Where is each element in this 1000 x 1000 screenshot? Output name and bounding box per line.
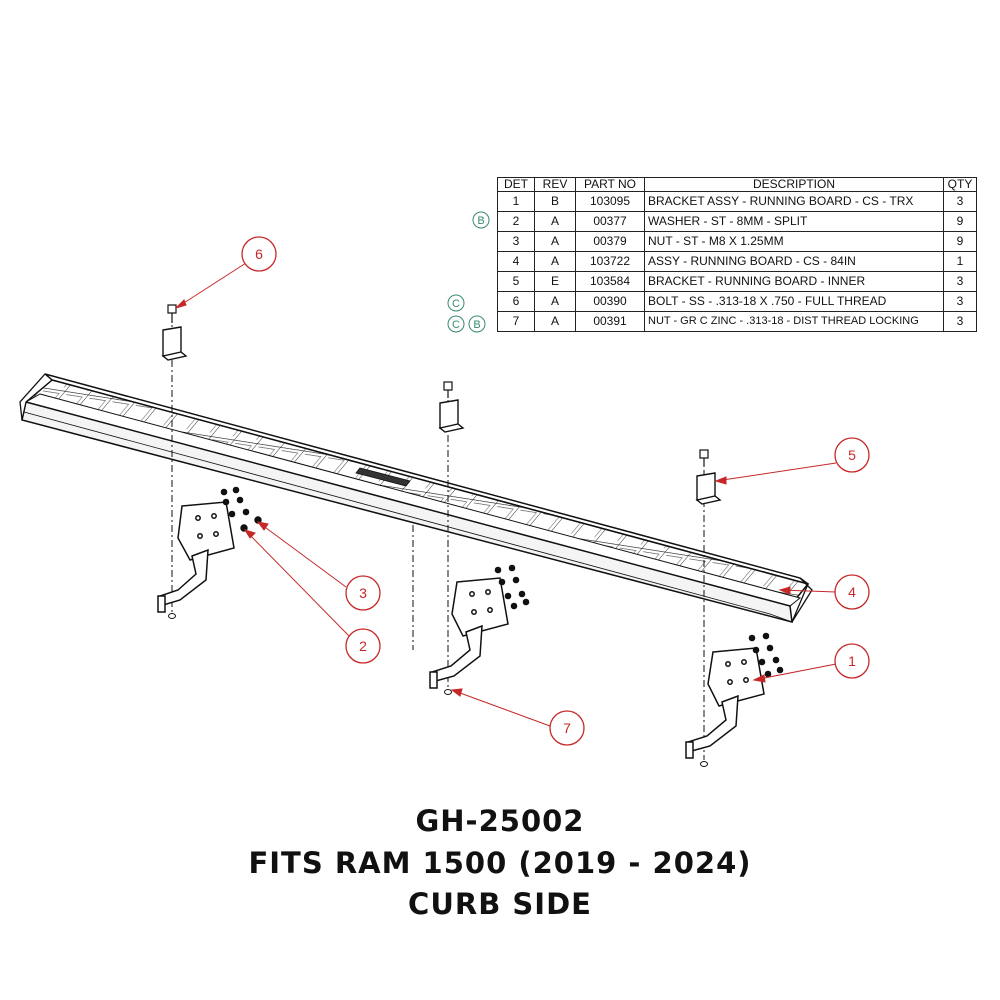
- bom-det: 7: [497, 311, 535, 332]
- svg-text:3: 3: [359, 585, 367, 601]
- callout-1: 1: [834, 643, 870, 679]
- bom-qty: 9: [943, 231, 977, 252]
- revision-badge-row2: B: [472, 211, 490, 229]
- bom-det: 2: [497, 211, 535, 232]
- svg-text:C: C: [452, 298, 460, 310]
- svg-text:4: 4: [848, 584, 856, 600]
- svg-text:C: C: [452, 319, 460, 331]
- bom-header-det: DET: [497, 177, 535, 192]
- nuts-and-washers: [168, 486, 784, 767]
- bom-rev: A: [534, 231, 576, 252]
- bom-det: 4: [497, 251, 535, 272]
- callout-5: 5: [834, 437, 870, 473]
- bill-of-materials-table: DET REV PART NO DESCRIPTION QTY 1 B 1030…: [497, 177, 977, 332]
- table-row: 6 A 00390 BOLT - SS - .313-18 X .750 - F…: [497, 291, 977, 312]
- bom-rev: B: [534, 191, 576, 212]
- bom-part-no: 00377: [575, 211, 645, 232]
- lock-nuts: [168, 613, 708, 767]
- bolt-left: [167, 304, 177, 323]
- callout-6: 6: [241, 236, 277, 272]
- bom-description: BRACKET - RUNNING BOARD - INNER: [644, 271, 944, 292]
- bom-description: BOLT - SS - .313-18 X .750 - FULL THREAD: [644, 291, 944, 312]
- bom-description: BRACKET ASSY - RUNNING BOARD - CS - TRX: [644, 191, 944, 212]
- svg-text:B: B: [477, 215, 484, 227]
- table-row: 7 A 00391 NUT - GR C ZINC - .313-18 - DI…: [497, 311, 977, 332]
- nut-stack-middle: [494, 564, 530, 610]
- bom-qty: 9: [943, 211, 977, 232]
- svg-text:6: 6: [255, 246, 263, 262]
- bom-header-part-no: PART NO: [575, 177, 645, 192]
- svg-text:2: 2: [359, 638, 367, 654]
- svg-text:1: 1: [848, 653, 856, 669]
- bom-det: 5: [497, 271, 535, 292]
- bom-det: 1: [497, 191, 535, 212]
- bom-part-no: 00390: [575, 291, 645, 312]
- bom-rev: A: [534, 211, 576, 232]
- bom-part-no: 00379: [575, 231, 645, 252]
- fitment-title: FITS RAM 1500 (2019 - 2024): [248, 846, 752, 880]
- bom-header-row: DET REV PART NO DESCRIPTION QTY: [497, 177, 977, 192]
- svg-text:5: 5: [848, 447, 856, 463]
- bom-header-description: DESCRIPTION: [644, 177, 944, 192]
- nut-stack-left: [220, 486, 262, 532]
- bom-rev: E: [534, 271, 576, 292]
- bom-description: NUT - GR C ZINC - .313-18 - DIST THREAD …: [644, 311, 944, 332]
- revision-badge-row7: C B: [447, 315, 486, 333]
- bracket-left: [157, 501, 235, 613]
- bom-qty: 3: [943, 191, 977, 212]
- table-row: 1 B 103095 BRACKET ASSY - RUNNING BOARD …: [497, 191, 977, 212]
- bom-header-qty: QTY: [943, 177, 977, 192]
- bom-det: 6: [497, 291, 535, 312]
- table-row: 5 E 103584 BRACKET - RUNNING BOARD - INN…: [497, 271, 977, 292]
- side-title: CURB SIDE: [408, 887, 592, 921]
- callout-3: 3: [345, 575, 381, 611]
- bolts: [167, 304, 709, 466]
- inner-brackets: [161, 326, 722, 505]
- bom-part-no: 00391: [575, 311, 645, 332]
- bom-det: 3: [497, 231, 535, 252]
- assembly-center-lines: [171, 315, 705, 760]
- bom-part-no: 103722: [575, 251, 645, 272]
- part-number-title: GH-25002: [415, 804, 585, 838]
- callout-leaders: [175, 262, 837, 727]
- svg-text:B: B: [473, 319, 480, 331]
- bom-qty: 3: [943, 311, 977, 332]
- bom-rev: A: [534, 291, 576, 312]
- bolt-middle: [443, 381, 453, 398]
- bolt-right: [699, 449, 709, 466]
- bom-qty: 3: [943, 291, 977, 312]
- bracket-right: [685, 647, 765, 759]
- bom-header-rev: REV: [534, 177, 576, 192]
- bom-description: NUT - ST - M8 X 1.25MM: [644, 231, 944, 252]
- callout-4: 4: [834, 574, 870, 610]
- nut-stack-right: [748, 632, 784, 678]
- bracket-middle: [429, 577, 509, 689]
- bom-part-no: 103584: [575, 271, 645, 292]
- outer-brackets: [157, 501, 765, 759]
- table-row: 2 A 00377 WASHER - ST - 8MM - SPLIT 9: [497, 211, 977, 232]
- callout-2: 2: [345, 628, 381, 664]
- bom-description: WASHER - ST - 8MM - SPLIT: [644, 211, 944, 232]
- svg-text:7: 7: [563, 720, 571, 736]
- table-row: 3 A 00379 NUT - ST - M8 X 1.25MM 9: [497, 231, 977, 252]
- bom-description: ASSY - RUNNING BOARD - CS - 84IN: [644, 251, 944, 272]
- bom-rev: A: [534, 251, 576, 272]
- table-row: 4 A 103722 ASSY - RUNNING BOARD - CS - 8…: [497, 251, 977, 272]
- bom-qty: 3: [943, 271, 977, 292]
- callout-7: 7: [549, 710, 585, 746]
- bom-part-no: 103095: [575, 191, 645, 212]
- revision-badge-row6: C: [447, 294, 465, 312]
- running-board: [19, 373, 813, 624]
- bom-rev: A: [534, 311, 576, 332]
- bom-qty: 1: [943, 251, 977, 272]
